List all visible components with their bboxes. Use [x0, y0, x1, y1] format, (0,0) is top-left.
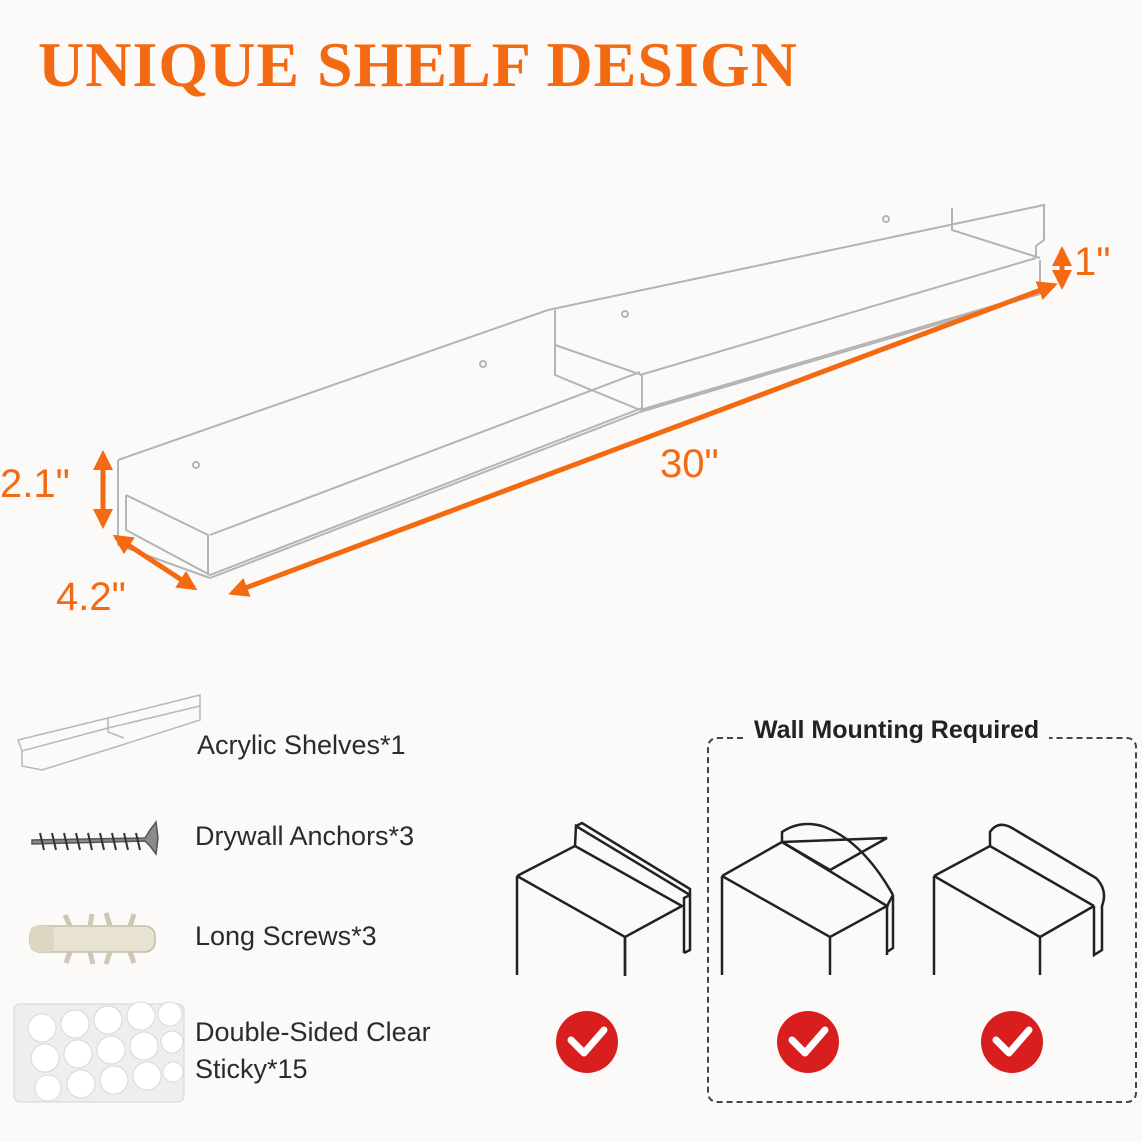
wall-mounting-title: Wall Mounting Required: [744, 716, 1050, 745]
package-item-label-line2: Sticky*15: [195, 1054, 308, 1084]
wall-mounting-box: [707, 737, 1137, 1103]
check-icon: [556, 1011, 618, 1073]
package-item-label: Double-Sided Clear Sticky*15: [195, 1014, 431, 1088]
depth-label: 4.2": [56, 575, 126, 619]
length-label: 30": [660, 442, 719, 486]
dimension-arrows: [93, 246, 1072, 597]
acrylic-shelf-icon: [17, 694, 201, 771]
page-title: UNIQUE SHELF DESIGN: [38, 29, 798, 100]
sticky-dots-icon: [13, 1001, 185, 1103]
wall-anchor-icon: [29, 912, 156, 965]
screw-icon: [31, 820, 159, 856]
shelf-drawing: [117, 203, 1045, 579]
package-item-label-line1: Double-Sided Clear: [195, 1017, 431, 1047]
flat-edge-furniture-icon: [515, 821, 692, 976]
arched-edge-furniture-icon: [720, 822, 895, 975]
check-icon: [981, 1011, 1043, 1073]
check-icon: [777, 1011, 839, 1073]
height-back-label: 1": [1074, 240, 1111, 284]
package-item-label: Long Screws*3: [195, 921, 377, 951]
rounded-edge-furniture-icon: [932, 823, 1106, 975]
package-item-label: Acrylic Shelves*1: [197, 730, 406, 760]
height-front-label: 2.1": [0, 462, 70, 506]
package-item-label: Drywall Anchors*3: [195, 821, 415, 851]
